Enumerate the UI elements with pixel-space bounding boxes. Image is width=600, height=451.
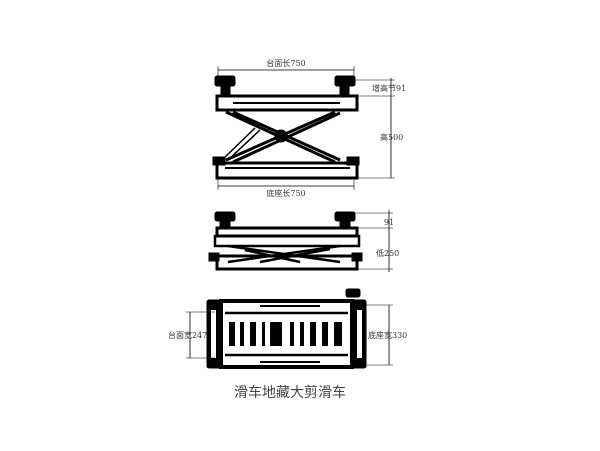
platform-width-label: 台面宽247 — [168, 330, 207, 340]
platform — [215, 94, 359, 112]
base-width-label: 底座宽330 — [368, 330, 407, 340]
caption: 滑车地藏大剪滑车 — [234, 384, 346, 401]
top-length-label: 台面长750 — [266, 58, 305, 68]
raised-view — [212, 66, 395, 190]
top-view — [186, 288, 393, 369]
base — [215, 161, 359, 180]
riser-label: 增高节91 — [372, 83, 406, 93]
base-length-label: 底座长750 — [266, 188, 305, 198]
lowered-view — [208, 210, 393, 272]
right-pad — [334, 75, 356, 87]
lowered-riser-label: 91 — [384, 218, 394, 227]
lowered-height-label: 低250 — [376, 248, 399, 258]
left-pad — [214, 75, 236, 87]
height-label: 高500 — [380, 132, 403, 142]
